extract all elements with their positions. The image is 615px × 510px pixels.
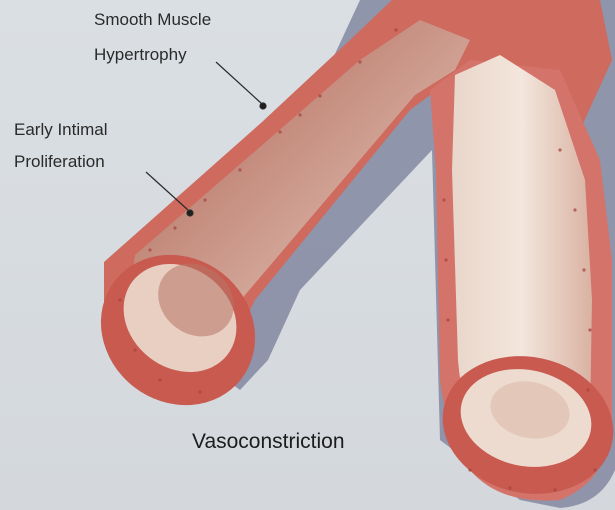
smooth-muscle-label-line2: Hypertrophy [94, 46, 187, 63]
intimal-proliferation-label-line1: Early Intimal [14, 121, 108, 138]
intimal-proliferation-label-line2: Proliferation [14, 153, 105, 170]
intimal-pointer [187, 210, 193, 216]
caption: Vasoconstriction [192, 431, 345, 452]
smooth-muscle-pointer [260, 103, 266, 109]
smooth-muscle-label-line1: Smooth Muscle [94, 11, 211, 28]
